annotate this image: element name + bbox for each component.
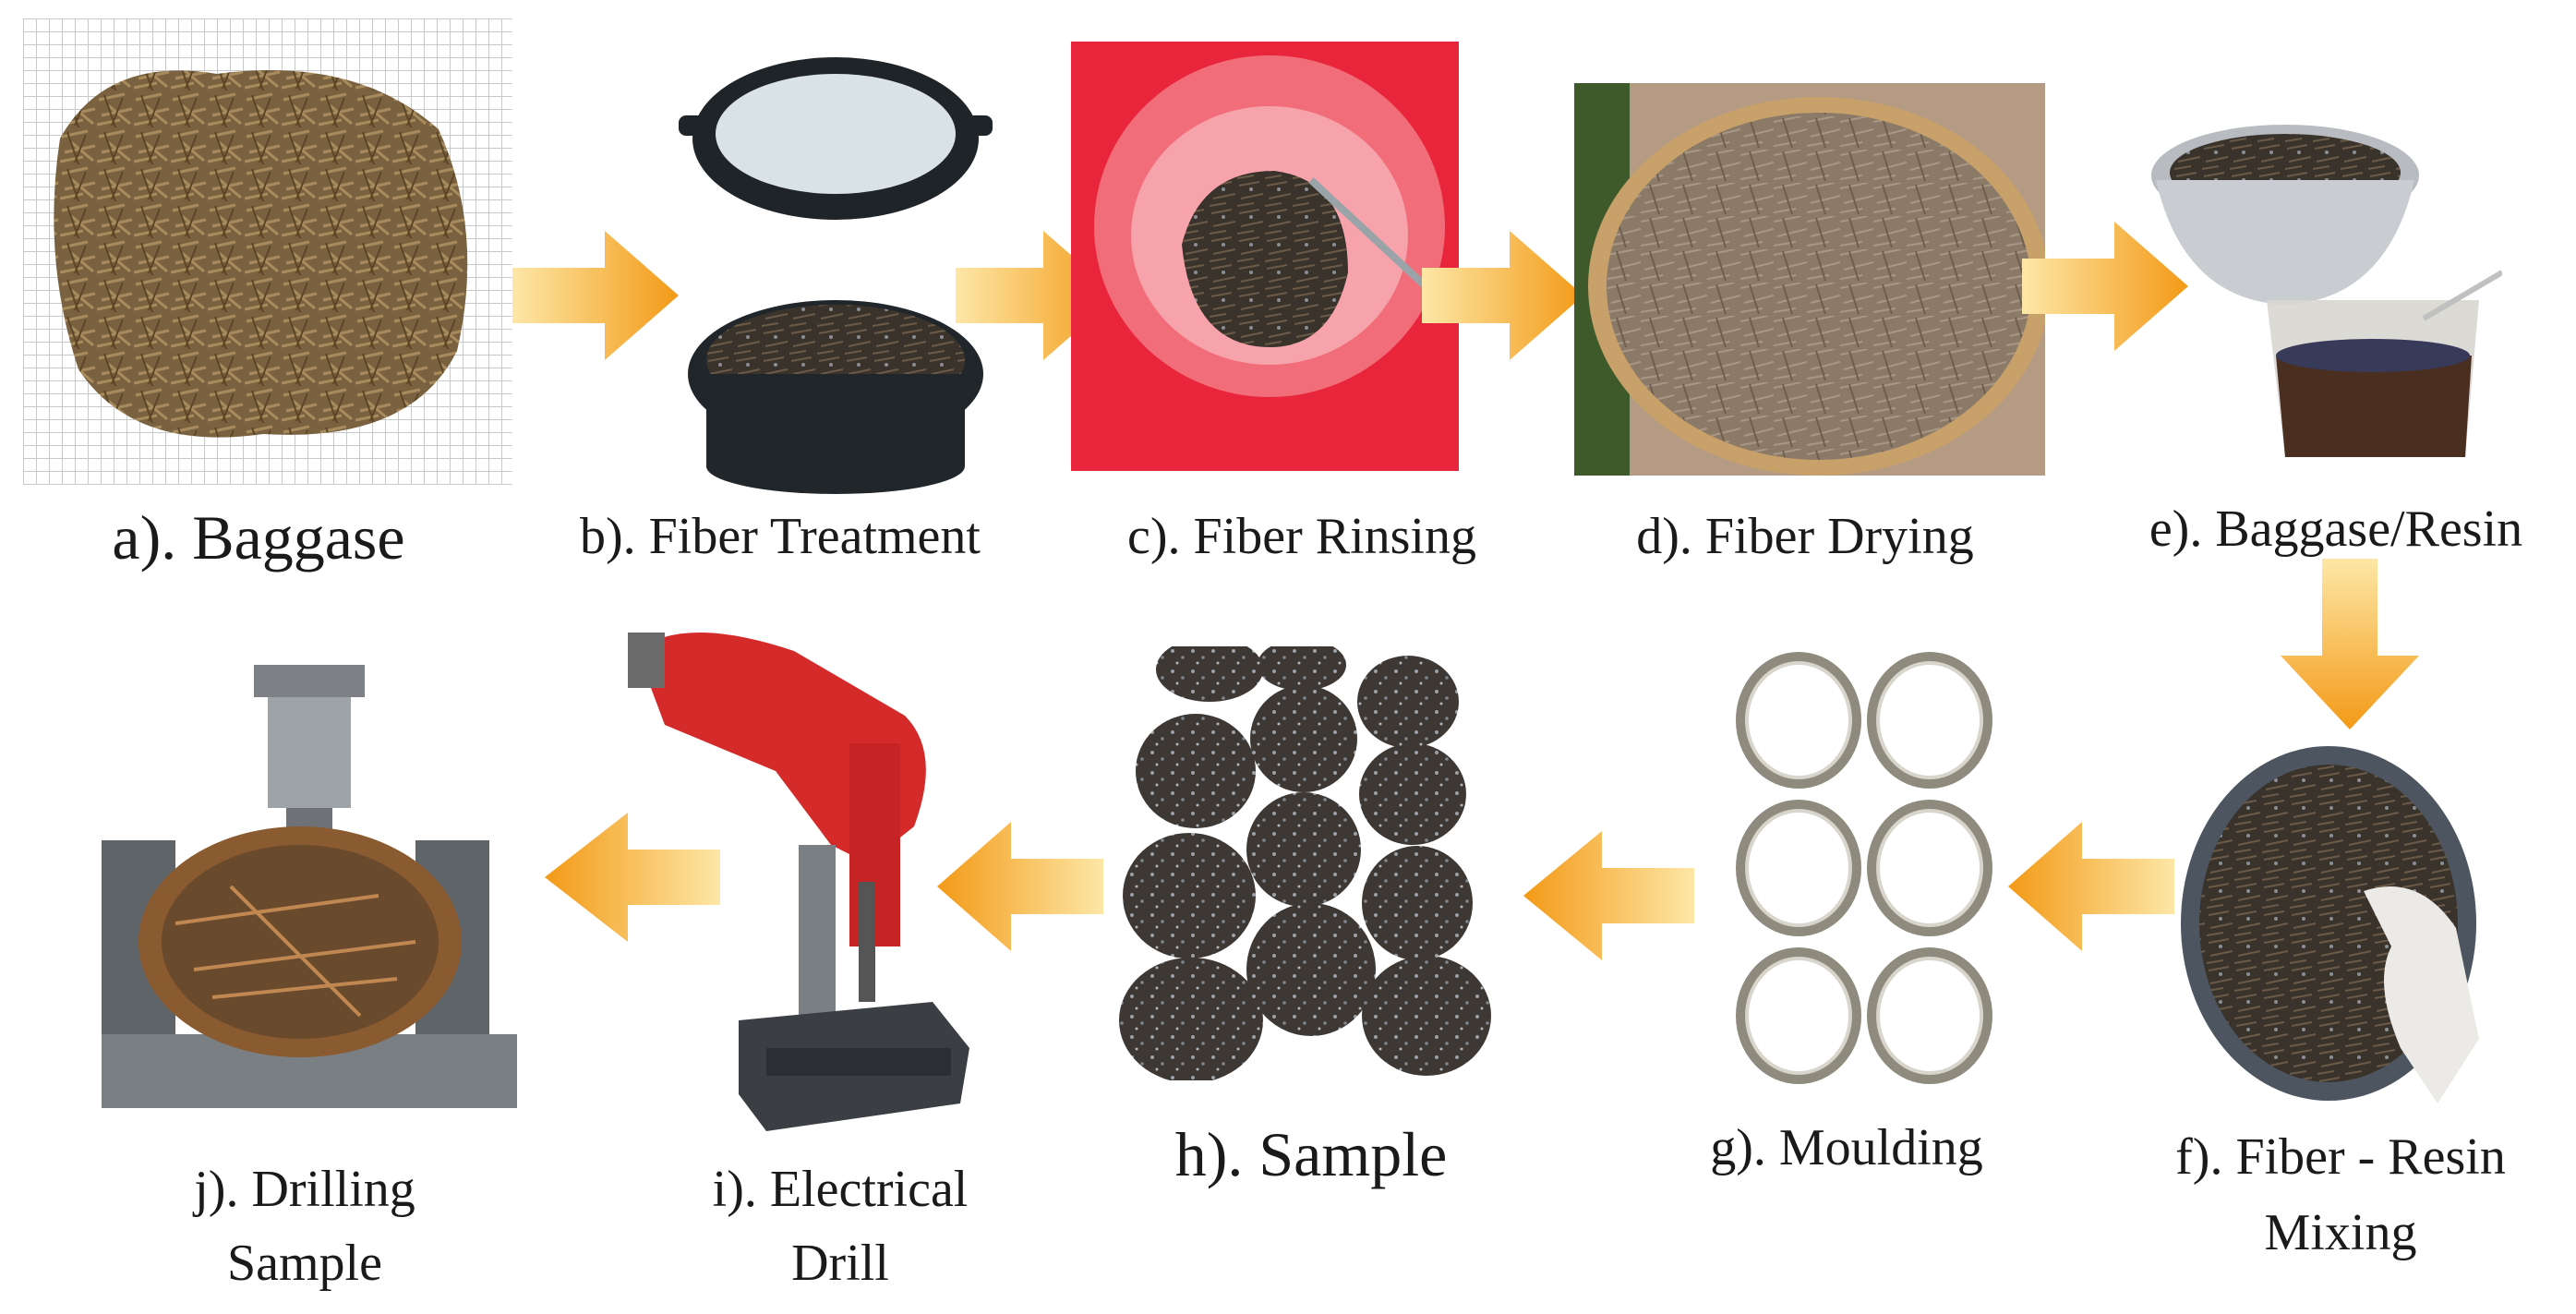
caption-c: c). Fiber Rinsing [1127,508,1476,565]
baggase-image [23,18,512,485]
fiber-drying-image [1574,83,2045,476]
caption-i-line2: Drill [791,1235,889,1292]
arrow-down-icon [2281,559,2419,729]
fiber-rinsing-image [1071,42,1459,471]
arrow-left-icon [1523,831,1694,960]
drilling-sample-image [102,665,517,1108]
fiber-resin-mixing-image [2179,743,2479,1103]
arrow-right-icon [512,231,679,360]
caption-d: d). Fiber Drying [1636,508,1974,565]
arrow-right-icon [1422,231,1583,360]
moulding-rings-image [1731,651,1999,1085]
caption-b: b). Fiber Treatment [580,508,981,565]
fiber-treatment-image [679,51,993,503]
caption-j-line2: Sample [227,1235,382,1292]
arrow-left-icon [545,813,720,942]
caption-f-line1: f). Fiber - Resin [2175,1128,2506,1186]
arrow-right-icon [2022,222,2188,351]
caption-h: h). Sample [1174,1119,1448,1189]
baggase-resin-image [2147,115,2502,466]
sample-discs-image [1108,646,1496,1080]
caption-i-line1: i). Electrical [712,1161,969,1218]
caption-g: g). Moulding [1710,1119,1983,1176]
electrical-drill-image [628,614,974,1140]
caption-f-line2: Mixing [2264,1204,2417,1261]
caption-a: a). Baggase [112,502,405,573]
caption-j-line1: j). Drilling [194,1161,415,1218]
caption-e: e). Baggase/Resin [2149,500,2523,558]
arrow-left-icon [937,822,1103,951]
arrow-left-icon [2008,822,2174,951]
